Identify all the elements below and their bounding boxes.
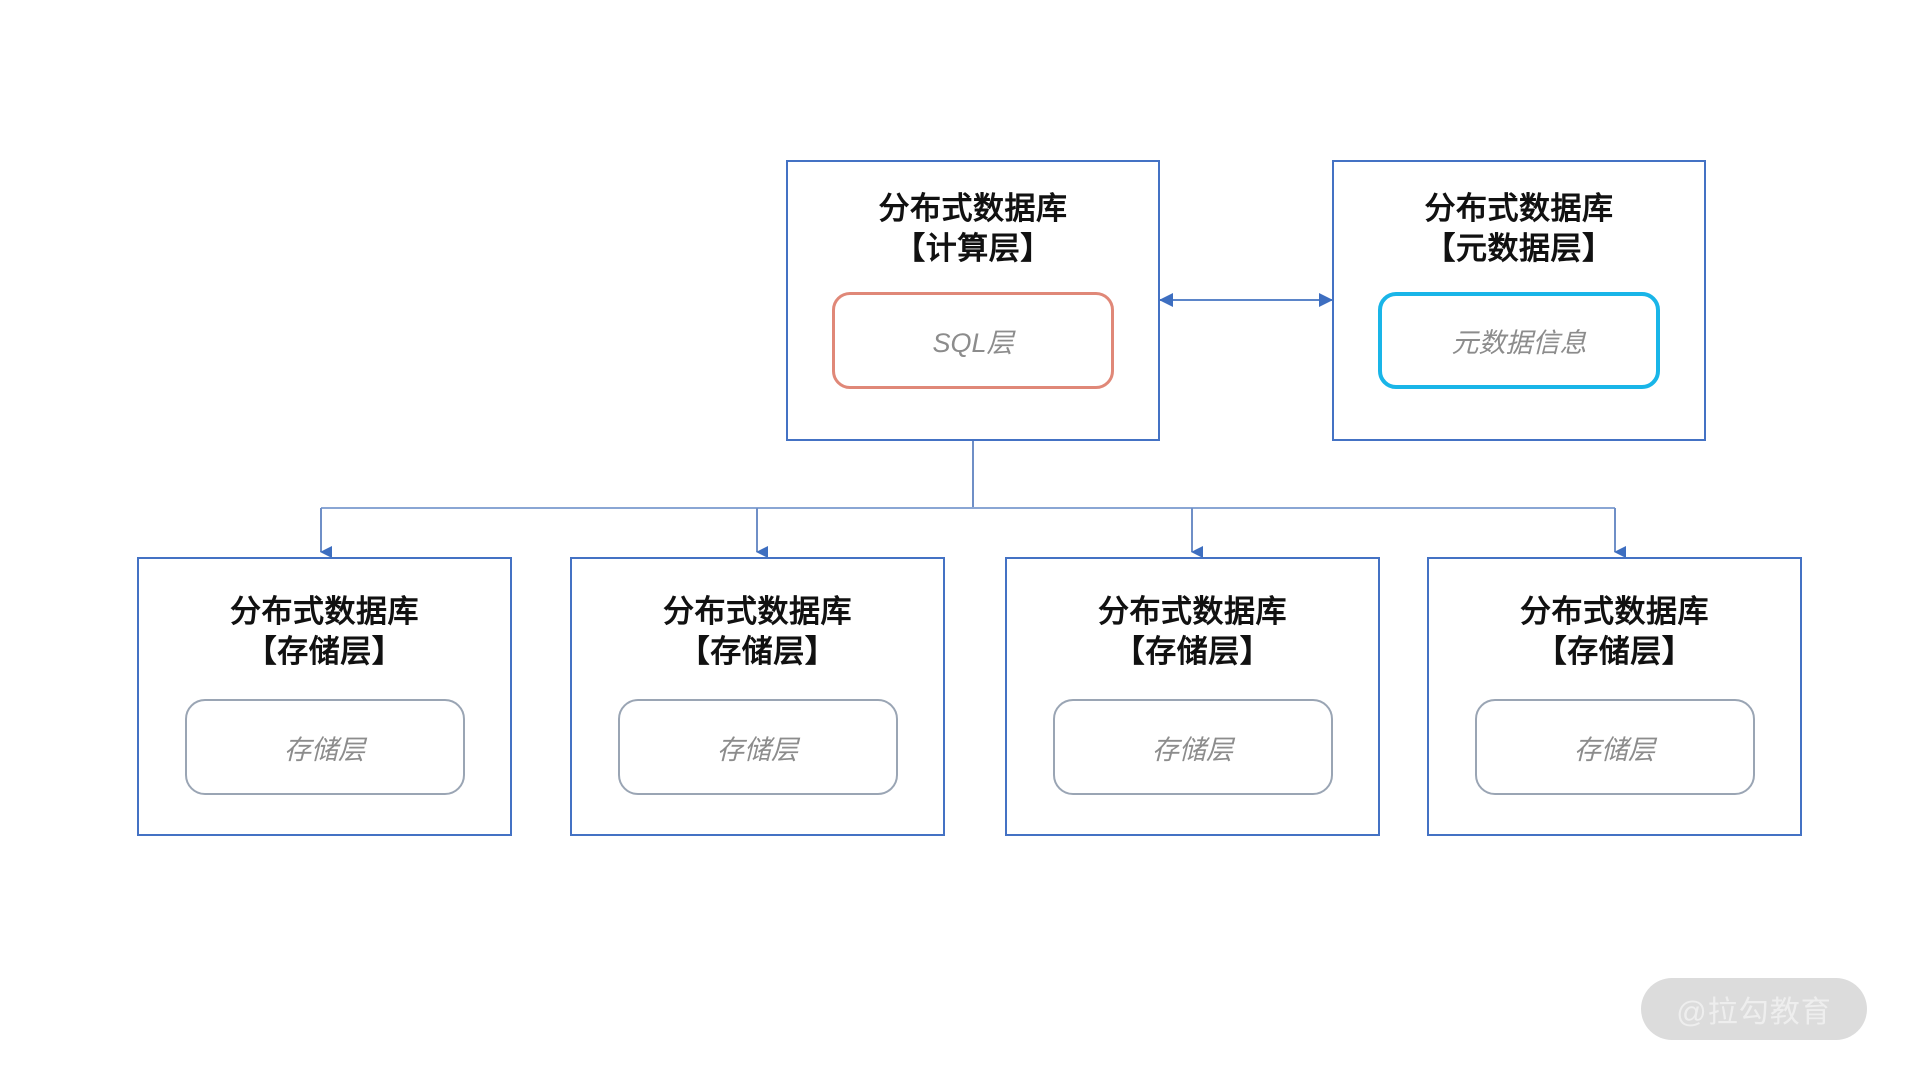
storage-layer-pill[interactable]: 存储层 [1052,699,1333,796]
storage-layer-pill[interactable]: 存储层 [184,699,465,796]
node-storage-layer-title: 分布式数据库 【存储层】 [230,594,419,669]
watermark-badge: @拉勾教育 [1641,978,1867,1040]
metadata-info-pill-label: 元数据信息 [1451,328,1587,359]
node-storage-layer[interactable]: 分布式数据库 【存储层】 存储层 [1427,557,1802,836]
compute-to-storage-tree [320,441,1626,558]
node-storage-layer[interactable]: 分布式数据库 【存储层】 存储层 [137,557,512,836]
node-metadata-layer-title: 分布式数据库 【元数据层】 [1424,191,1614,266]
storage-layer-pill-label: 存储层 [1574,734,1655,765]
node-storage-layer-title: 分布式数据库 【存储层】 [663,594,852,669]
node-compute-layer-title: 分布式数据库 【计算层】 [878,191,1068,266]
node-metadata-layer[interactable]: 分布式数据库 【元数据层】 元数据信息 [1332,160,1706,441]
node-storage-layer[interactable]: 分布式数据库 【存储层】 存储层 [1005,557,1380,836]
node-storage-layer-title: 分布式数据库 【存储层】 [1098,594,1287,669]
metadata-info-pill[interactable]: 元数据信息 [1378,292,1660,390]
sql-layer-pill-label: SQL层 [932,328,1014,359]
node-compute-layer[interactable]: 分布式数据库 【计算层】 SQL层 [786,160,1160,441]
storage-layer-pill[interactable]: 存储层 [617,699,898,796]
storage-layer-pill-label: 存储层 [284,734,365,765]
watermark-label: @拉勾教育 [1676,996,1832,1029]
sql-layer-pill[interactable]: SQL层 [832,292,1114,390]
node-storage-layer[interactable]: 分布式数据库 【存储层】 存储层 [570,557,945,836]
storage-layer-pill[interactable]: 存储层 [1474,699,1755,796]
storage-layer-pill-label: 存储层 [1152,734,1233,765]
storage-layer-pill-label: 存储层 [717,734,798,765]
node-storage-layer-title: 分布式数据库 【存储层】 [1520,594,1709,669]
